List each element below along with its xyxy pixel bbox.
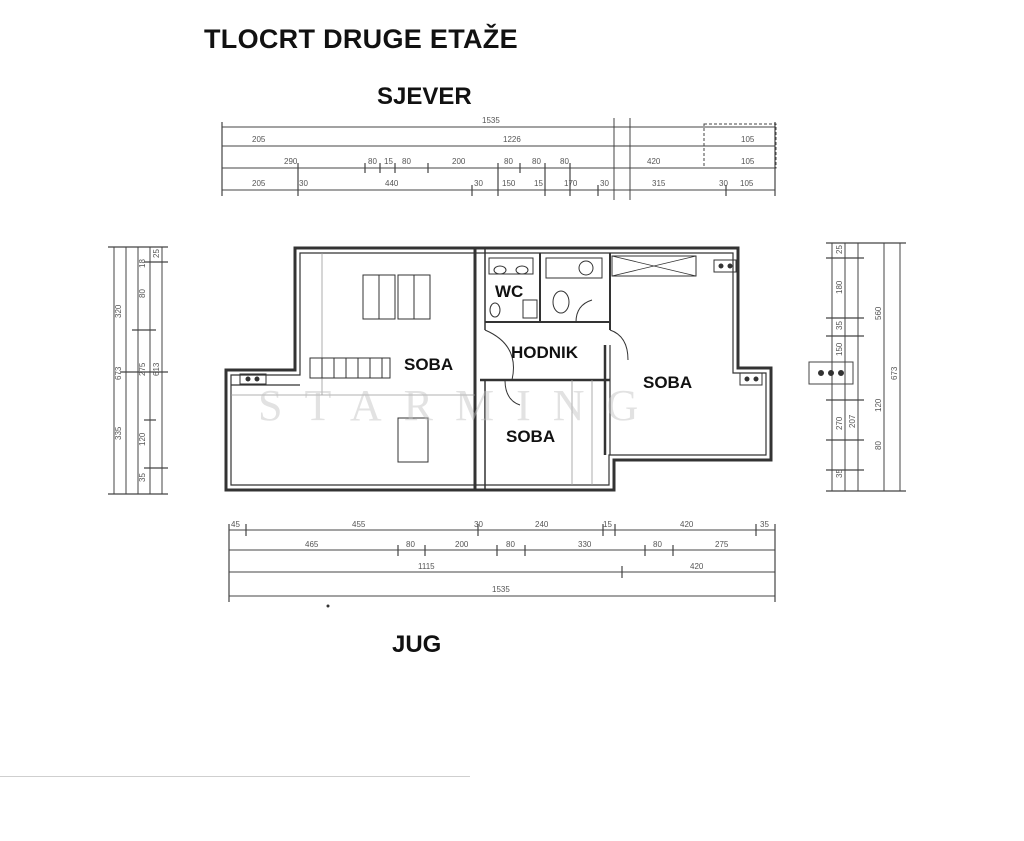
dim-top-105b: 105 (741, 157, 755, 166)
dim-top-80b: 80 (402, 157, 411, 166)
dim-left-275: 275 (138, 362, 147, 376)
dim-bot-465: 465 (305, 540, 319, 549)
dim-right-80: 80 (874, 441, 883, 450)
dim-right-560: 560 (874, 306, 883, 320)
dim-left-80: 80 (138, 289, 147, 298)
dim-top-15b: 15 (534, 179, 543, 188)
dim-bot-420: 420 (680, 520, 694, 529)
dim-top-30b: 30 (474, 179, 483, 188)
dim-top-80c: 80 (504, 157, 513, 166)
dim-bot-1115: 1115 (418, 562, 435, 571)
dim-left-613: 613 (152, 362, 161, 376)
left-dimension-lines (108, 246, 168, 495)
watermark: STARMING (258, 381, 661, 430)
dim-bot-420b: 420 (690, 562, 704, 571)
dim-left-18: 18 (138, 259, 147, 268)
dim-right-25: 25 (835, 245, 844, 254)
dim-bot-240: 240 (535, 520, 549, 529)
dim-top-105c: 105 (740, 179, 754, 188)
divider (0, 776, 470, 777)
dim-bot-80a: 80 (406, 540, 415, 549)
dim-top-315: 315 (652, 179, 666, 188)
room-label-center: SOBA (506, 427, 556, 446)
dim-right-207: 207 (848, 414, 857, 428)
dim-top-290: 290 (284, 157, 298, 166)
bottom-dimension-lines (228, 524, 776, 602)
dim-bot-45: 45 (231, 520, 240, 529)
dim-bot-275: 275 (715, 540, 729, 549)
dim-top-420: 420 (647, 157, 661, 166)
room-label-hallway: HODNIK (511, 343, 579, 362)
dim-top-30d: 30 (719, 179, 728, 188)
dim-right-120: 120 (874, 398, 883, 412)
dim-bot-15: 15 (603, 520, 612, 529)
dim-bot-30: 30 (474, 520, 483, 529)
dim-left-673: 673 (114, 366, 123, 380)
dim-top-150: 150 (502, 179, 516, 188)
dim-bot-200: 200 (455, 540, 469, 549)
dim-top-1535: 1535 (482, 116, 500, 125)
dim-top-200: 200 (452, 157, 466, 166)
dim-top-80e: 80 (560, 157, 569, 166)
dim-top-205b: 205 (252, 179, 266, 188)
dot-mark (326, 604, 330, 608)
dim-left-335: 335 (114, 426, 123, 440)
dim-left-35: 35 (138, 473, 147, 482)
dim-left-25: 25 (152, 249, 161, 258)
dim-bot-330: 330 (578, 540, 592, 549)
room-label-wc: WC (495, 282, 524, 301)
dim-right-150: 150 (835, 342, 844, 356)
dim-bot-80c: 80 (653, 540, 662, 549)
dim-top-80a: 80 (368, 157, 377, 166)
dim-left-120: 120 (138, 432, 147, 446)
dim-bot-80b: 80 (506, 540, 515, 549)
dim-top-1226: 1226 (503, 135, 521, 144)
room-label-east: SOBA (643, 373, 693, 392)
right-dimension-lines (808, 242, 906, 492)
dim-bot-1535: 1535 (492, 585, 510, 594)
dim-bot-455: 455 (352, 520, 366, 529)
dim-top-15: 15 (384, 157, 393, 166)
dim-right-35b: 35 (835, 469, 844, 478)
plan-title: TLOCRT DRUGE ETAŽE (204, 24, 518, 54)
north-label: SJEVER (377, 83, 472, 110)
dim-right-673: 673 (890, 366, 899, 380)
dim-top-205: 205 (252, 135, 266, 144)
dim-right-270: 270 (835, 416, 844, 430)
dim-right-180: 180 (835, 280, 844, 294)
dim-top-30a: 30 (299, 179, 308, 188)
dim-top-440: 440 (385, 179, 399, 188)
dim-top-105: 105 (741, 135, 755, 144)
room-label-west: SOBA (404, 355, 454, 374)
dim-top-30c: 30 (600, 179, 609, 188)
dim-left-320: 320 (114, 304, 123, 318)
south-label: JUG (392, 631, 442, 658)
dim-top-80d: 80 (532, 157, 541, 166)
dim-top-170: 170 (564, 179, 578, 188)
dimension-numbers: 1535 205 1226 105 290 80 15 80 200 80 80… (114, 116, 899, 594)
building-walls (224, 246, 844, 492)
top-dimension-lines (221, 118, 777, 200)
dim-bot-35: 35 (760, 520, 769, 529)
dim-right-35: 35 (835, 321, 844, 330)
